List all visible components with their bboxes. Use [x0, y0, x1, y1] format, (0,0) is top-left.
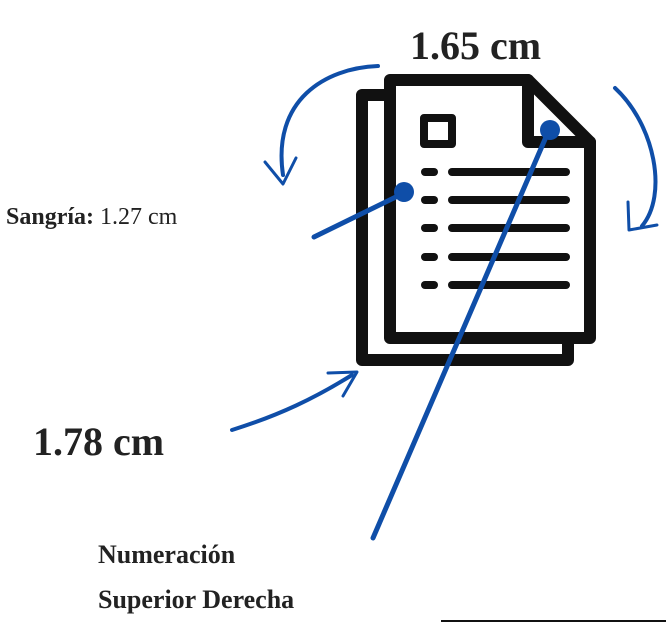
square-icon — [420, 114, 456, 148]
numbering-label-line1: Numeración — [98, 540, 236, 569]
arrowhead-top-left — [263, 156, 298, 186]
arrow-left-margin — [230, 373, 354, 432]
annotations — [230, 64, 659, 541]
numbering-leader-line — [370, 127, 552, 541]
numbering-label: Numeración Superior Derecha — [98, 532, 294, 622]
curved-arrow-top-left — [279, 64, 380, 177]
numbering-dot — [540, 120, 560, 140]
left-margin-label: 1.78 cm — [33, 419, 165, 464]
indent-label-value: 1.27 cm — [100, 204, 178, 230]
back-sheet-outline — [356, 89, 574, 366]
bullet-marks — [421, 168, 438, 289]
arrowhead-left-margin — [326, 370, 359, 398]
documents-icon — [356, 74, 596, 366]
curved-arrow-right — [613, 86, 658, 228]
folded-corner — [522, 74, 596, 148]
numbering-label-line2: Superior Derecha — [98, 585, 295, 614]
front-sheet-outline — [384, 74, 596, 344]
indent-label-key: Sangría: — [6, 204, 95, 230]
indent-label: Sangría: 1.27 cm — [6, 204, 177, 231]
indent-leader-line — [311, 190, 407, 240]
indent-dot — [394, 182, 414, 202]
arrowhead-right — [626, 200, 659, 232]
top-margin-label: 1.65 cm — [410, 23, 542, 68]
